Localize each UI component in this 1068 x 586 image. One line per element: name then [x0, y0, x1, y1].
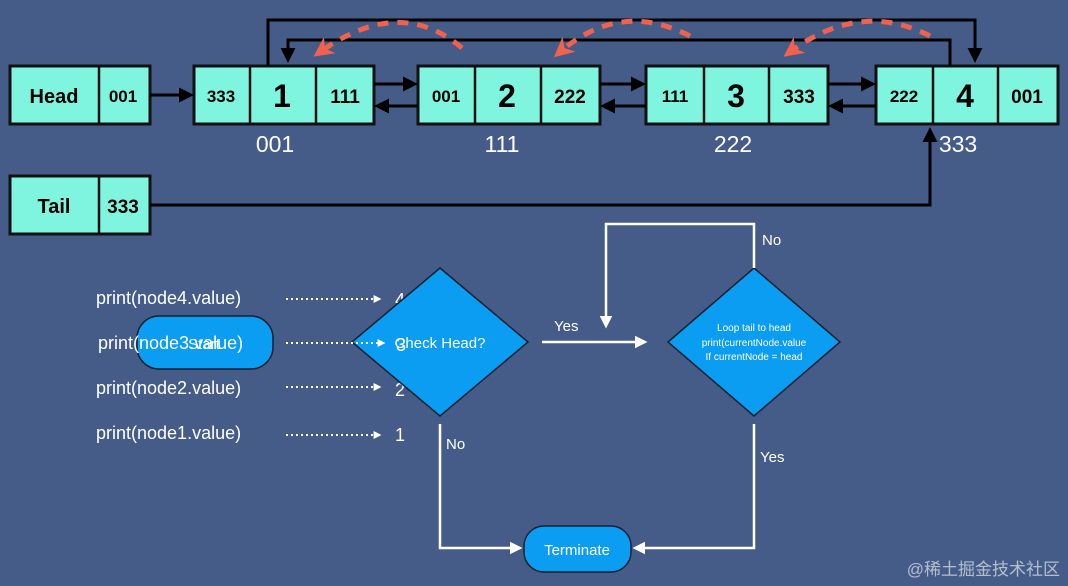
dashed-arrow-4-to-3	[783, 18, 932, 57]
start-label: Start	[188, 336, 221, 353]
node-prev: 333	[207, 87, 235, 106]
print-output: 3	[396, 335, 406, 355]
tail-to-node4-arrow	[150, 127, 938, 207]
list-node-1: 333 1 111 001	[192, 64, 376, 157]
list-node-3: 111 3 333 222	[644, 64, 830, 157]
loop-line: print(currentNode.value	[702, 338, 807, 349]
node4-next-to-node1-arrow	[280, 38, 952, 66]
node-value: 2	[498, 78, 516, 114]
node-next: 222	[554, 87, 586, 108]
print-call: print(node4.value)	[96, 288, 241, 308]
watermark: @稀土掘金技术社区	[907, 560, 1060, 579]
node-address: 333	[939, 131, 977, 157]
flowchart: Check Head? Start print(node3.value) 3 Y…	[98, 222, 842, 573]
list-node-4: 222 4 001 333	[874, 64, 1060, 157]
no-label-loop: No	[762, 232, 781, 249]
print-output: 4	[395, 290, 405, 310]
node-value: 4	[956, 78, 974, 114]
print-call: print(node3.value)	[98, 333, 243, 353]
node-value: 3	[727, 78, 745, 114]
reverse-traversal-arrows	[313, 18, 932, 58]
print-output: 1	[395, 425, 405, 445]
no-loop-back-arrow	[599, 222, 756, 329]
tail-pointer: 333	[107, 197, 139, 218]
yes-label-check: Yes	[554, 318, 578, 335]
node-value: 1	[273, 78, 291, 114]
print-call: print(node2.value)	[96, 378, 241, 398]
node-next: 001	[1011, 87, 1043, 108]
head-pointer: 001	[109, 87, 137, 106]
tail-box: Tail 333	[8, 174, 152, 236]
terminate-label: Terminate	[544, 542, 610, 559]
loop-line: If currentNode = head	[705, 352, 802, 363]
head-box: Head 001	[8, 64, 152, 126]
tail-label: Tail	[38, 196, 71, 218]
start-terminal	[136, 315, 274, 370]
node-address: 222	[714, 131, 752, 157]
node-prev: 111	[662, 87, 689, 106]
print-list: print(node4.value) 4 print(node2.value) …	[96, 288, 405, 445]
list-node-2: 001 2 222 111	[416, 64, 602, 157]
node-prev: 001	[432, 87, 460, 106]
print-output: 2	[395, 380, 405, 400]
yes-arrow-to-terminate	[632, 424, 756, 555]
node-address: 111	[485, 131, 520, 157]
loop-line: Loop tail to head	[717, 323, 791, 334]
node-next: 111	[330, 87, 360, 108]
print-call: print(node1.value)	[96, 423, 241, 443]
check-head-label: Check Head?	[395, 335, 486, 352]
yes-label-loop: Yes	[760, 449, 784, 466]
node-address: 001	[256, 131, 294, 157]
loop-diamond	[666, 267, 842, 417]
node1-prev-to-node4-arrow	[266, 18, 983, 66]
node-prev: 222	[890, 87, 918, 106]
no-label-check: No	[446, 436, 465, 453]
head-label: Head	[30, 86, 79, 108]
node-next: 333	[783, 87, 815, 108]
check-head-diamond	[350, 267, 530, 417]
dashed-arrow-3-to-2	[553, 18, 692, 58]
terminate-terminal	[523, 525, 632, 573]
dashed-arrow-2-to-1	[313, 20, 464, 57]
no-arrow-to-terminate	[438, 424, 523, 555]
